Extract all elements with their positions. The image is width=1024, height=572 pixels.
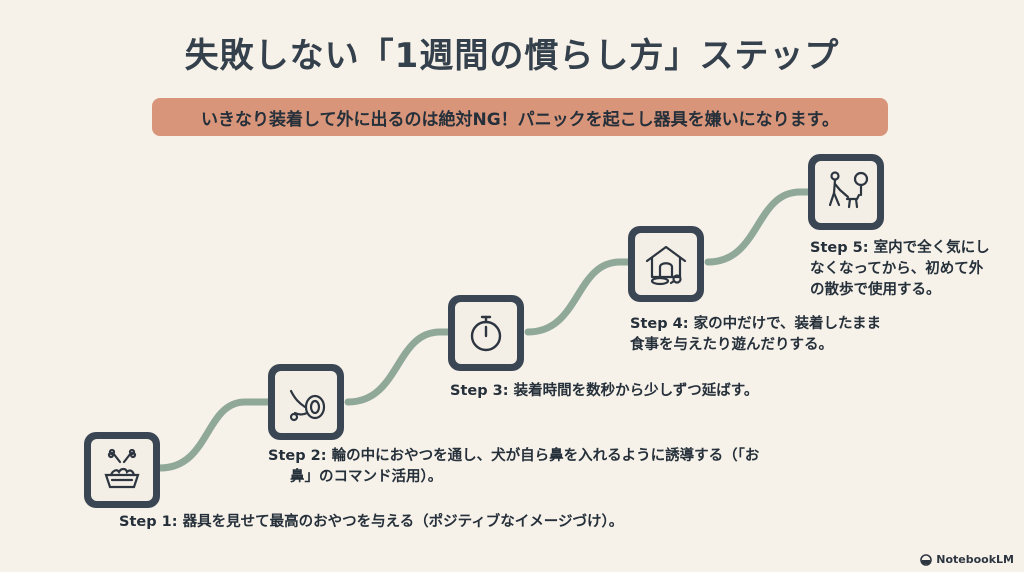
notebooklm-logo-icon [920,553,933,566]
step5-label-line2: なくなってから、初めて外 [810,261,984,277]
step1-icon-box [84,432,160,508]
muzzle-treat-icon [289,389,326,422]
treat-bowl-icon [104,448,140,489]
warning-banner: いきなり装着して外に出るのは絶対NG！パニックを起こし器具を嫌いになります。 [152,98,888,136]
step4-label-line1: Step 4: 家の中だけで、装着したまま [630,316,882,332]
walking-dog-icon [828,171,869,209]
step5-label: Step 5: 室内で全く気にし なくなってから、初めて外 の散歩で使用する。 [810,238,990,301]
step4-label: Step 4: 家の中だけで、装着したまま 食事を与えたり遊んだりする。 [630,314,881,356]
step2-label-line1: Step 2: 輪の中におやつを通し、犬が自ら鼻を入れるように誘導する（「お [268,448,760,464]
page-title: 失敗しない「1週間の慣らし方」ステップ [184,36,840,76]
step3-icon-box [448,295,524,371]
step2-label: Step 2: 輪の中におやつを通し、犬が自ら鼻を入れるように誘導する（「お 鼻… [268,446,759,488]
step2-label-line2: 鼻」のコマンド活用）。 [290,469,443,485]
step5-icon-box [808,154,884,230]
step3-label: Step 3: 装着時間を数秒から少しずつ延ばす。 [450,383,759,399]
stopwatch-icon [470,315,502,352]
step4-icon-box [628,226,704,302]
notebooklm-badge: NotebookLM [920,553,1014,566]
step5-label-line1: Step 5: 室内で全く気にし [810,240,990,256]
step5-label-line3: の散歩で使用する。 [810,282,941,298]
step2-icon-box [268,364,344,440]
dog-house-icon [645,245,687,286]
step1-label: Step 1: 器具を見せて最高のおやつを与える（ポジティブなイメージづけ）。 [119,514,624,530]
badge-label: NotebookLM [936,553,1014,566]
step4-label-line2: 食事を与えたり遊んだりする。 [630,337,833,353]
